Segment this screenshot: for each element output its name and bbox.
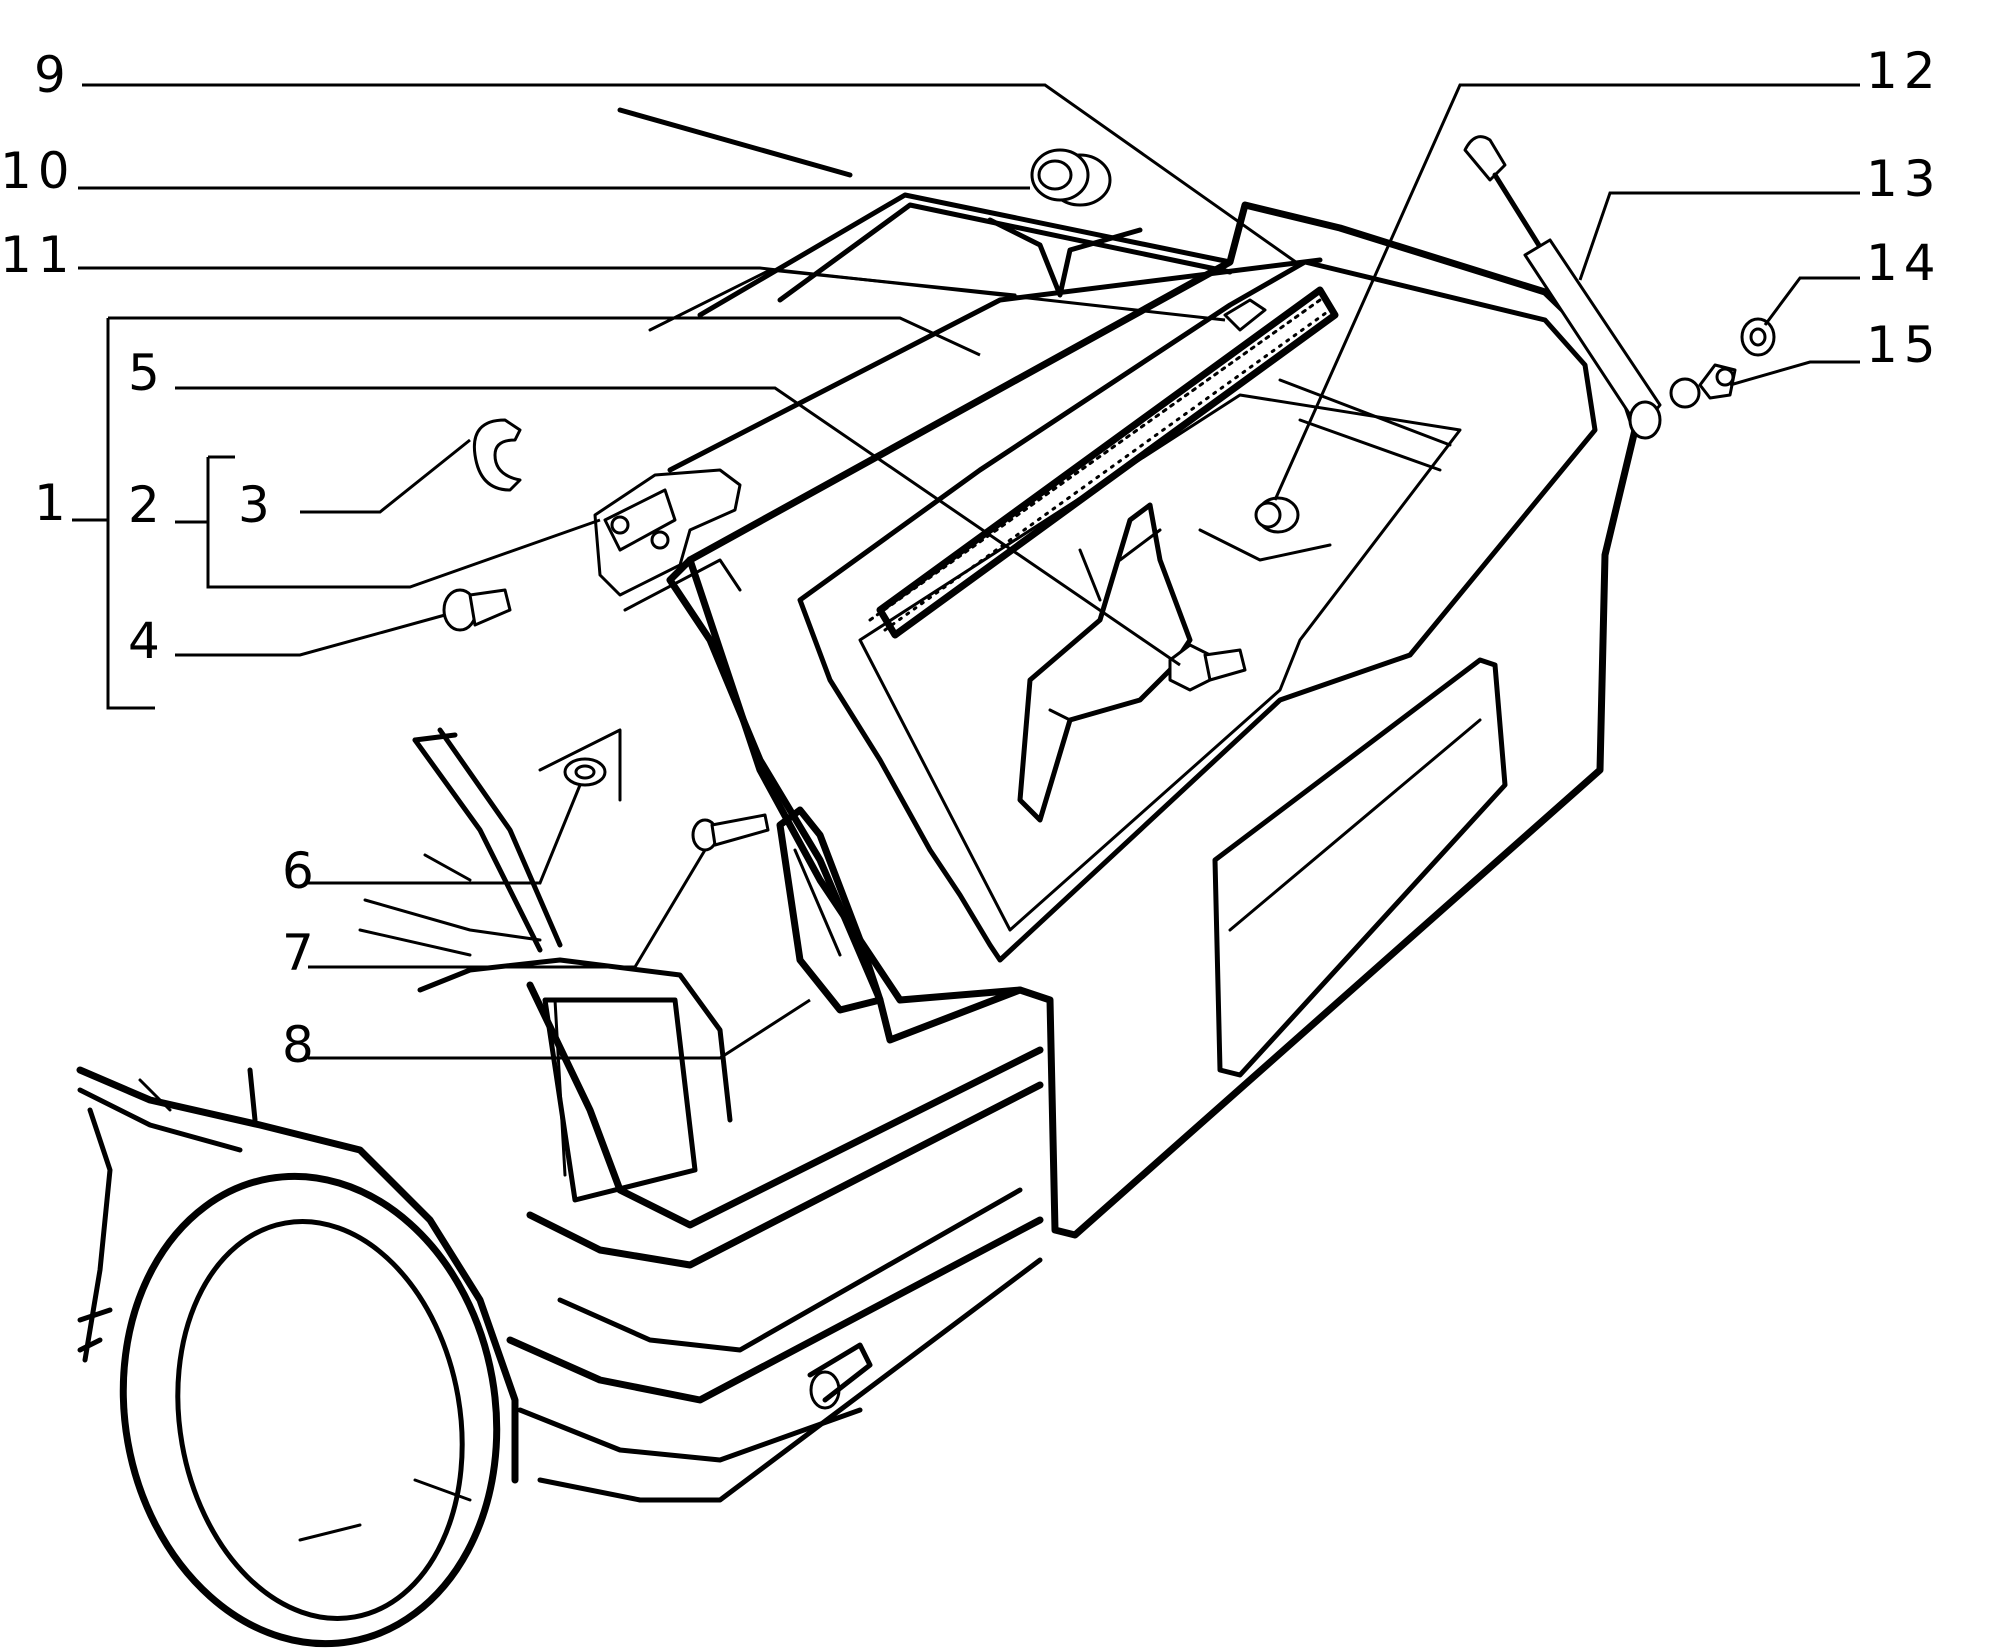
part-bolt-4 bbox=[442, 588, 512, 632]
callout-11: 11 bbox=[0, 226, 76, 284]
parts bbox=[442, 135, 1776, 852]
callout-labels: 9 10 11 1 2 3 4 5 6 7 8 12 13 14 15 bbox=[0, 42, 1942, 1074]
callout-15: 15 bbox=[1866, 316, 1942, 374]
part-grommet-10 bbox=[1030, 148, 1112, 207]
callout-6: 6 bbox=[282, 842, 320, 900]
callout-5: 5 bbox=[128, 344, 166, 402]
part-plug-12 bbox=[1254, 496, 1300, 534]
callout-9: 9 bbox=[34, 46, 72, 104]
callout-1: 1 bbox=[34, 474, 72, 532]
part-clip-11 bbox=[1223, 298, 1267, 332]
part-ball-stud-15 bbox=[1669, 363, 1737, 409]
car-body-drawing bbox=[76, 107, 1639, 1648]
part-hinge-2 bbox=[593, 468, 742, 597]
callout-7: 7 bbox=[282, 924, 320, 982]
callout-4: 4 bbox=[128, 612, 166, 670]
part-circlip-3 bbox=[472, 418, 522, 492]
part-gas-strut-13 bbox=[1463, 135, 1662, 440]
leader-lines bbox=[72, 83, 1860, 1060]
part-screw-7 bbox=[691, 813, 770, 852]
callout-10: 10 bbox=[0, 142, 76, 200]
part-washer-14 bbox=[1740, 317, 1776, 357]
part-bolt-5 bbox=[1168, 643, 1247, 692]
callout-2: 2 bbox=[128, 476, 166, 534]
callout-12: 12 bbox=[1866, 42, 1942, 100]
callout-8: 8 bbox=[282, 1016, 320, 1074]
part-grommet-6 bbox=[563, 757, 607, 787]
callout-14: 14 bbox=[1866, 234, 1942, 292]
callout-13: 13 bbox=[1866, 150, 1942, 208]
callout-3: 3 bbox=[238, 476, 276, 534]
